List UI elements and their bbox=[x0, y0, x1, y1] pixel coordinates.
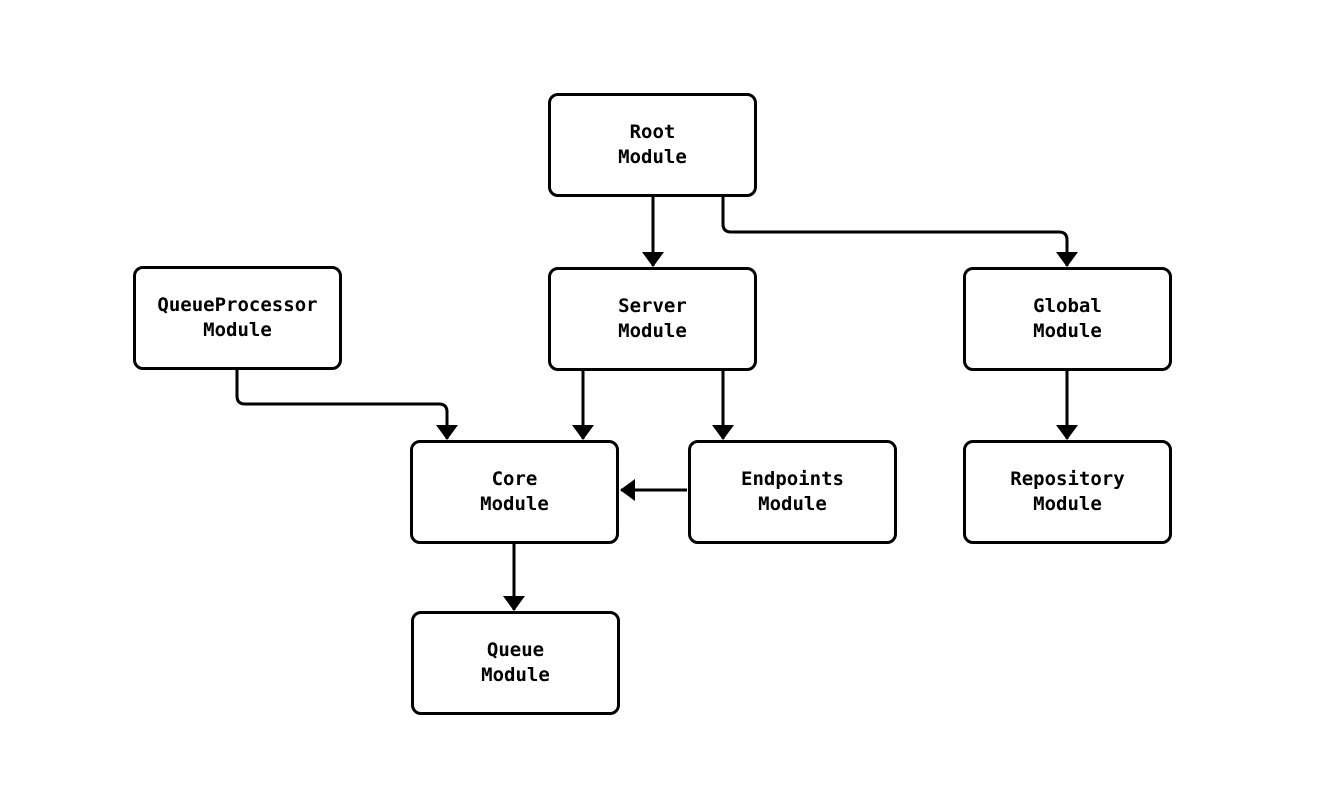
node-server-label: Server Module bbox=[618, 295, 687, 342]
node-queue-label: Queue Module bbox=[481, 639, 550, 686]
edge-root-to-global bbox=[721, 197, 1078, 267]
node-root-module: Root Module bbox=[548, 93, 757, 197]
node-repository-label: Repository Module bbox=[1010, 468, 1125, 515]
node-core-label: Core Module bbox=[480, 468, 549, 515]
node-endpoints-label: Endpoints Module bbox=[741, 468, 844, 515]
edge-queueprocessor-to-core bbox=[235, 369, 458, 440]
diagram-edges bbox=[235, 197, 1078, 611]
node-queueprocessor-module: QueueProcessor Module bbox=[133, 266, 342, 370]
node-queueprocessor-label: QueueProcessor Module bbox=[157, 294, 318, 341]
node-endpoints-module: Endpoints Module bbox=[688, 440, 897, 544]
node-global-label: Global Module bbox=[1033, 295, 1102, 342]
node-global-module: Global Module bbox=[963, 267, 1172, 371]
node-core-module: Core Module bbox=[410, 440, 619, 544]
node-root-label: Root Module bbox=[618, 121, 687, 168]
node-queue-module: Queue Module bbox=[411, 611, 620, 715]
node-repository-module: Repository Module bbox=[963, 440, 1172, 544]
node-server-module: Server Module bbox=[548, 267, 757, 371]
